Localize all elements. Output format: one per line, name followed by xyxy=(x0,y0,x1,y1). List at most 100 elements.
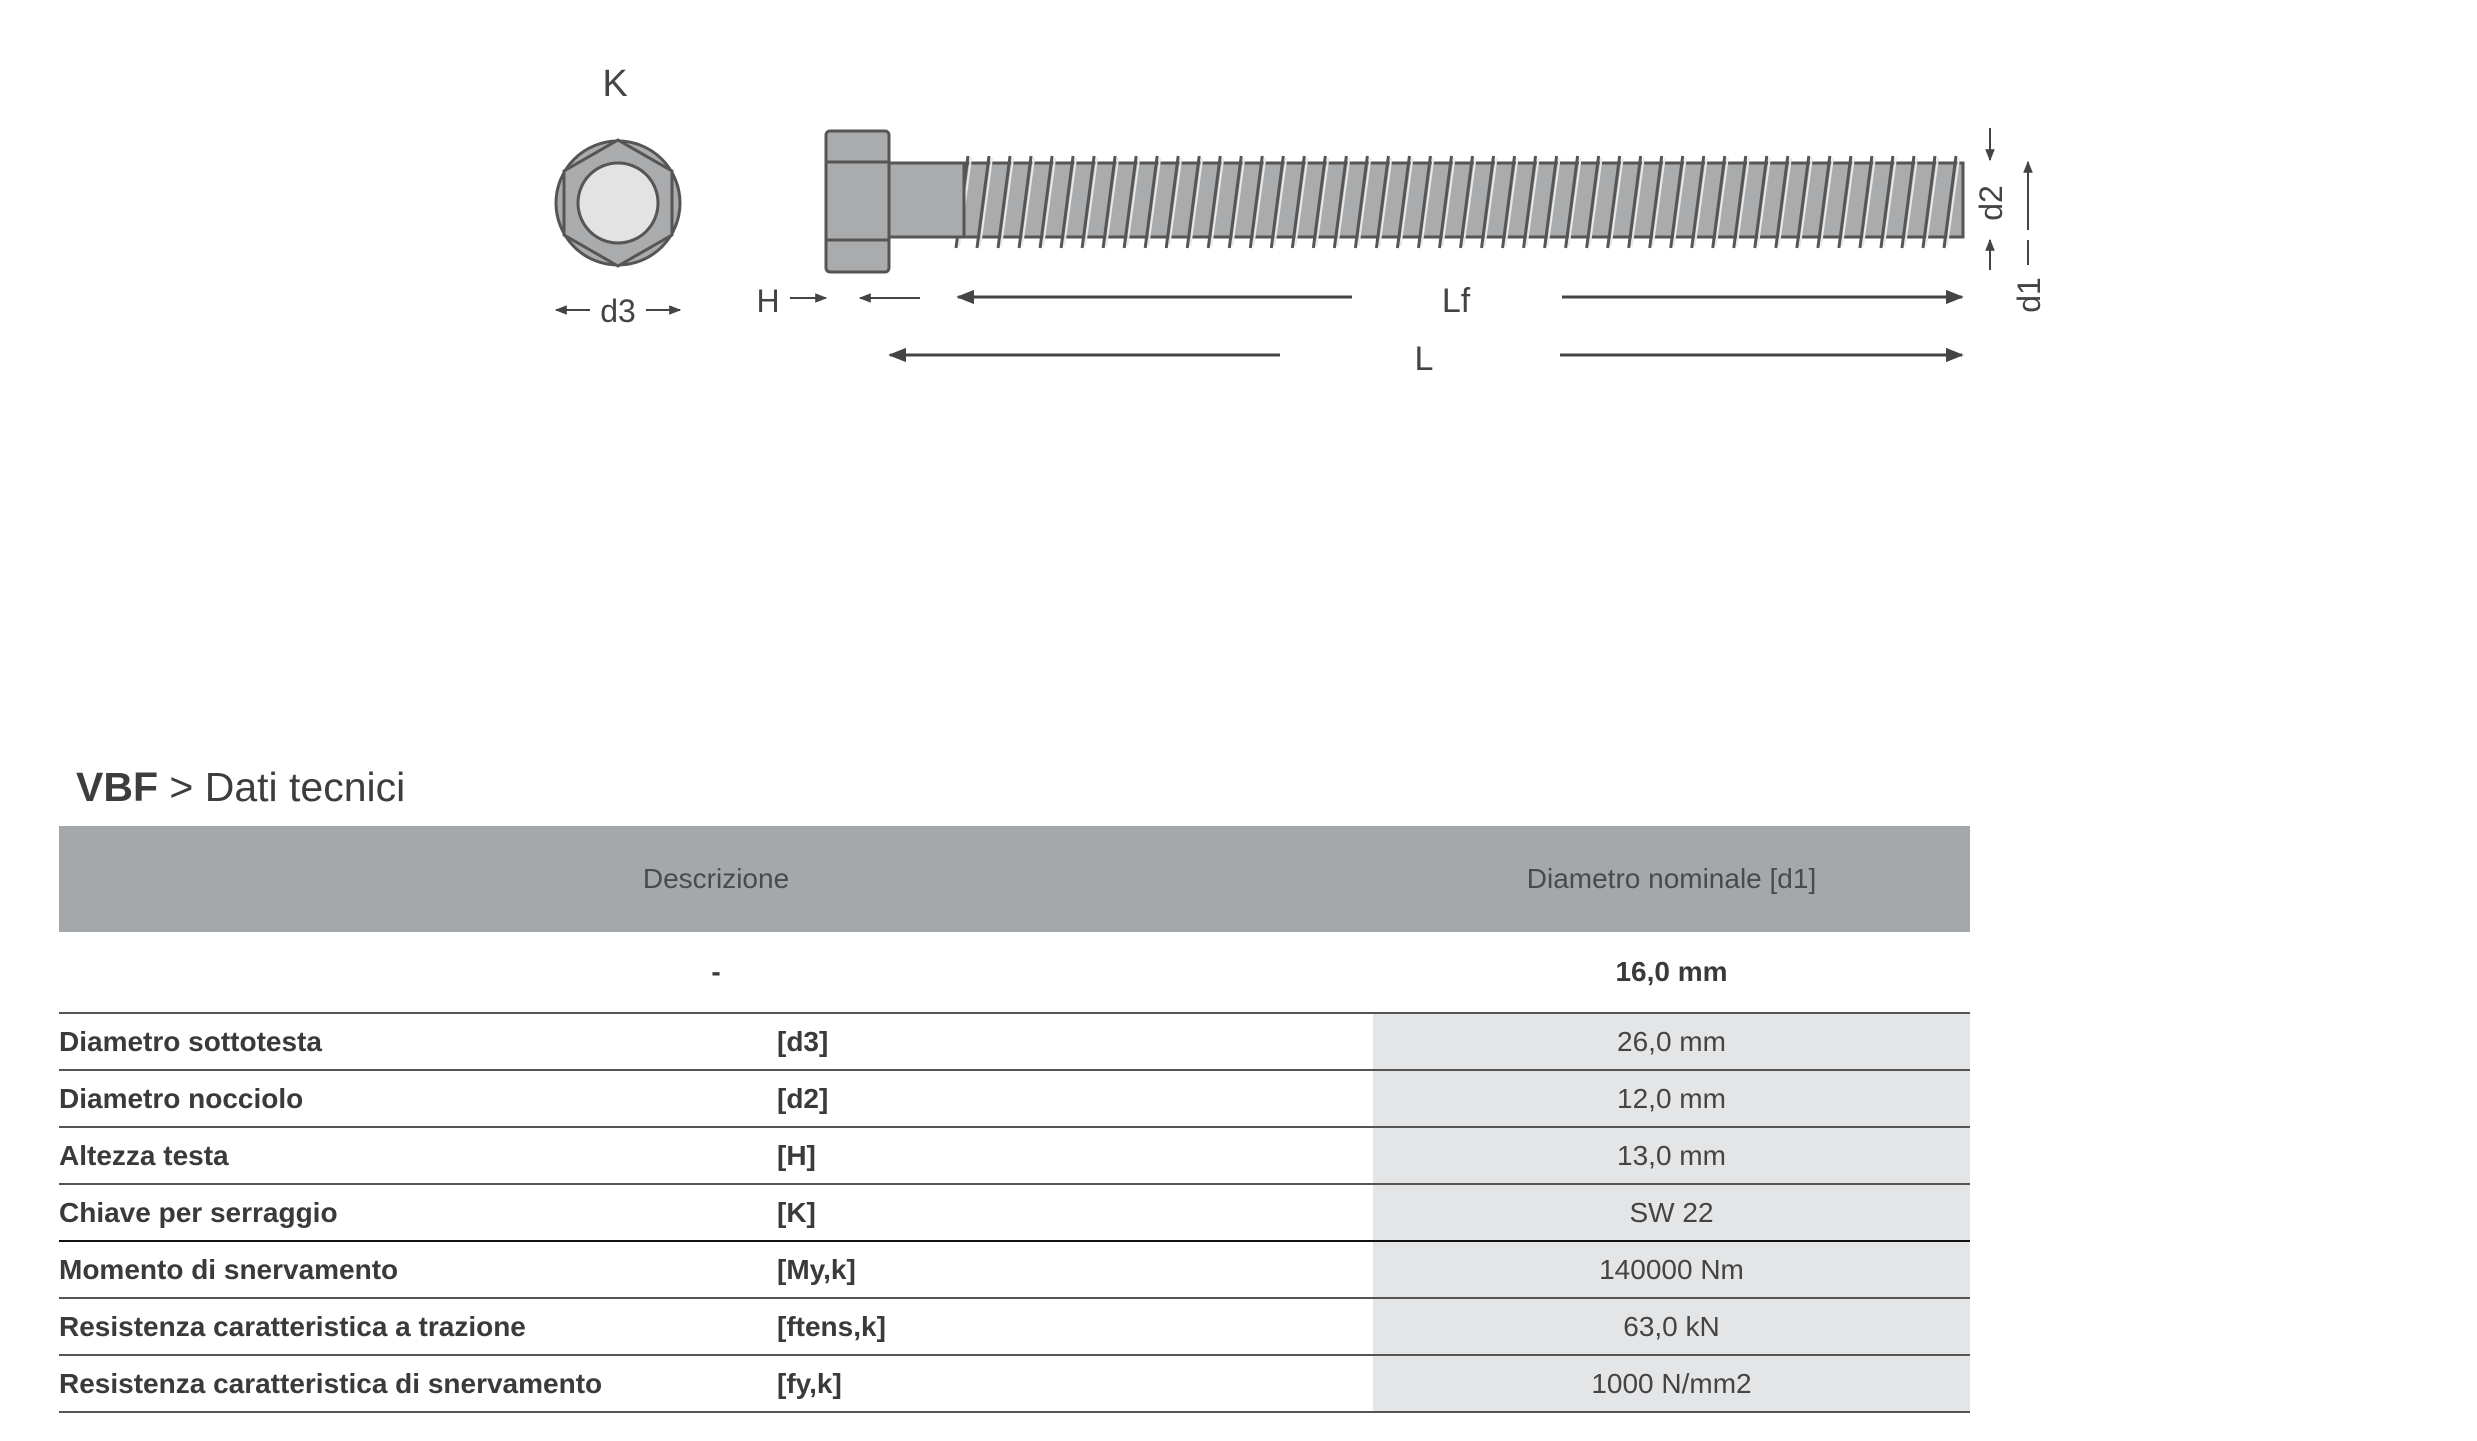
thread-highlight xyxy=(1882,157,1897,247)
label-d2: d2 xyxy=(1973,185,2009,221)
row-symbol: [ftens,k] xyxy=(777,1310,886,1342)
thread-highlight xyxy=(1777,157,1792,247)
label-l: L xyxy=(1415,340,1434,378)
table-row: Altezza testa[H]13,0 mm xyxy=(59,1128,1970,1185)
subheader-value: 16,0 mm xyxy=(1615,956,1728,987)
product-name: VBF xyxy=(76,764,158,810)
thread-turn xyxy=(1480,155,1496,249)
thread-turn xyxy=(1627,155,1643,249)
thread-highlight xyxy=(1798,157,1813,247)
thread-turn xyxy=(1332,155,1348,249)
thread-turn xyxy=(1248,155,1264,249)
thread-highlight xyxy=(1946,157,1960,247)
thread-turn xyxy=(1290,155,1306,249)
thread-highlight xyxy=(1231,157,1246,247)
thread-turn xyxy=(1017,155,1033,249)
thread-turn xyxy=(1459,155,1474,249)
thread-turn xyxy=(1395,155,1411,249)
thread-turn xyxy=(1143,155,1159,249)
row-value: 63,0 kN xyxy=(1373,1299,1970,1354)
thread-turn xyxy=(1564,155,1580,249)
thread-turn xyxy=(1374,155,1390,249)
thread-highlight xyxy=(1819,157,1834,247)
thread-turn xyxy=(1690,155,1706,249)
thread-highlight xyxy=(979,157,994,247)
thread-highlight xyxy=(1021,157,1036,247)
thread-highlight xyxy=(1210,157,1225,247)
thread-highlight xyxy=(1504,157,1519,247)
row-symbol: [H] xyxy=(777,1139,816,1171)
thread-highlight xyxy=(1378,157,1393,247)
table-row: Momento di snervamento[My,k]140000 Nm xyxy=(59,1242,1970,1299)
row-value: SW 22 xyxy=(1373,1185,1970,1240)
thread-turn xyxy=(1059,155,1075,249)
thread-turn xyxy=(1606,155,1622,249)
thread-turn xyxy=(975,155,991,249)
thread-highlight xyxy=(1735,157,1750,247)
thread-turn xyxy=(1501,155,1517,249)
thread-turn xyxy=(1648,155,1664,249)
table-row: Diametro sottotesta[d3]26,0 mm xyxy=(59,1014,1970,1071)
thread-turn xyxy=(1774,155,1790,249)
row-value: 26,0 mm xyxy=(1373,1014,1970,1069)
thread-highlight xyxy=(1567,157,1582,247)
thread-turn xyxy=(1669,155,1685,249)
thread-highlight xyxy=(1252,157,1267,247)
technical-data-table: Descrizione Diametro nominale [d1] - 16,… xyxy=(59,826,1970,1413)
row-value: 1000 N/mm2 xyxy=(1373,1356,1970,1411)
thread-turn xyxy=(1416,155,1432,249)
thread-highlight xyxy=(1063,157,1078,247)
thread-turn xyxy=(1711,155,1727,249)
section-name: Dati tecnici xyxy=(204,764,406,810)
thread-turn xyxy=(1206,155,1222,249)
table-subheader: - 16,0 mm xyxy=(59,932,1970,1014)
thread-turn xyxy=(1816,155,1832,249)
subheader-description: - xyxy=(711,956,721,987)
thread-highlight xyxy=(1840,157,1855,247)
label-d3: d3 xyxy=(600,293,636,329)
thread-turn xyxy=(1858,155,1874,249)
thread-turn xyxy=(1038,155,1054,249)
thread-highlight xyxy=(1609,157,1624,247)
label-lf: Lf xyxy=(1442,282,1471,320)
thread-highlight xyxy=(1441,157,1456,247)
thread-turn xyxy=(1227,155,1243,249)
hex-head-top-view xyxy=(554,138,682,268)
thread-highlight xyxy=(1399,157,1414,247)
thread-turn xyxy=(1164,155,1180,249)
screw-side-view xyxy=(824,129,1965,274)
thread-turn xyxy=(1585,155,1601,249)
row-symbol: [My,k] xyxy=(777,1253,856,1285)
table-header: Descrizione Diametro nominale [d1] xyxy=(59,826,1970,932)
header-description: Descrizione xyxy=(642,863,790,894)
thread-highlight xyxy=(1546,157,1561,247)
thread-highlight xyxy=(1693,157,1708,247)
thread-highlight xyxy=(1357,157,1372,247)
thread-turn xyxy=(1900,155,1916,249)
thread-turn xyxy=(1732,155,1748,249)
thread-turn xyxy=(1080,155,1096,249)
thread-highlight xyxy=(1630,157,1645,247)
label-d1: d1 xyxy=(2011,277,2047,313)
thread-highlight xyxy=(1336,157,1351,247)
thread-highlight xyxy=(1861,157,1876,247)
thread-highlight xyxy=(1294,157,1309,247)
thread-highlight xyxy=(1714,157,1729,247)
dimension-d2-d1 xyxy=(1985,128,2033,270)
thread-turn xyxy=(1795,155,1811,249)
row-symbol: [d3] xyxy=(777,1025,829,1057)
thread-turn xyxy=(1311,155,1327,249)
thread-highlight xyxy=(1168,157,1183,247)
row-value: 13,0 mm xyxy=(1373,1128,1970,1183)
thread-highlight xyxy=(1672,157,1687,247)
thread-highlight xyxy=(1315,157,1330,247)
label-h: H xyxy=(756,283,779,319)
thread-turn xyxy=(1879,155,1895,249)
thread-turn xyxy=(1522,155,1538,249)
thread-turn xyxy=(1101,155,1117,249)
thread-highlight xyxy=(1462,157,1477,247)
thread-highlight xyxy=(1126,157,1141,247)
title-separator: > xyxy=(158,764,205,810)
thread-highlight xyxy=(1147,157,1162,247)
thread-turn xyxy=(1921,155,1937,249)
